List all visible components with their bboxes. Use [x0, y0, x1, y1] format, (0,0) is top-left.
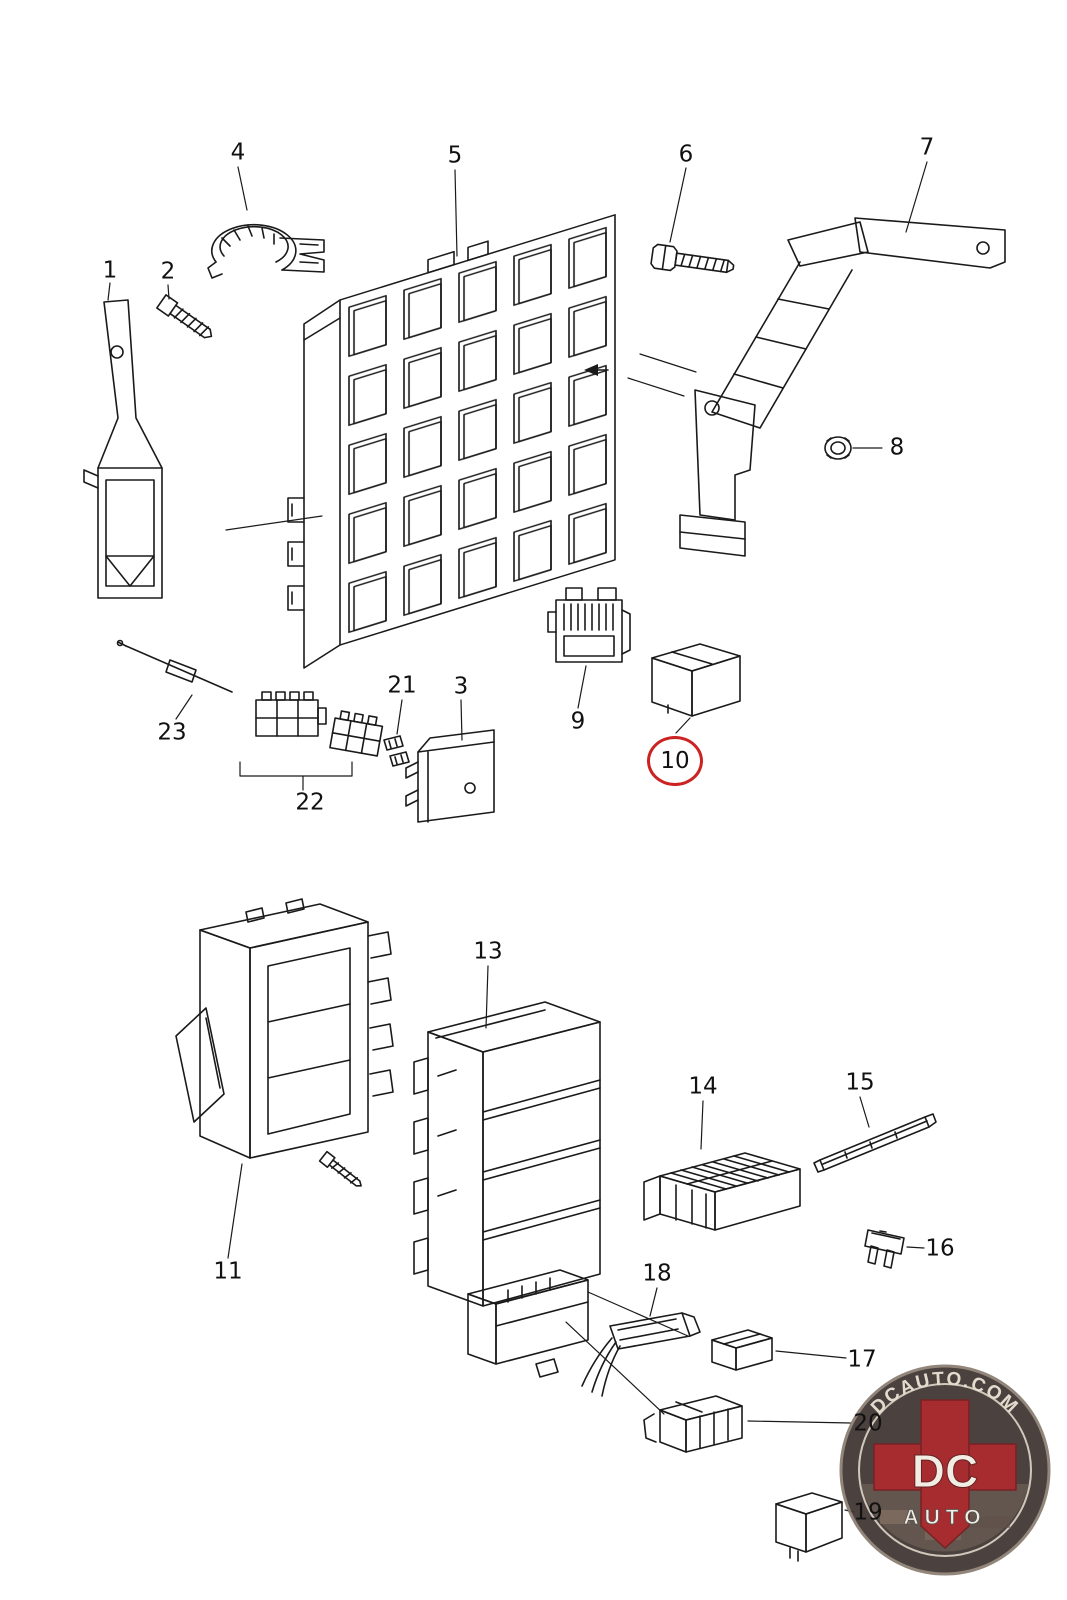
part-11-bracket-drawing [175, 898, 394, 1187]
part-label-7: 7 [919, 134, 935, 161]
part-7-bracket-drawing [679, 217, 1006, 557]
part-17-connector-drawing [711, 1329, 773, 1371]
part-label-20: 20 [853, 1410, 883, 1437]
part-label-14: 14 [688, 1073, 718, 1100]
part-label-8: 8 [889, 434, 905, 461]
part-2-screw-drawing [156, 294, 213, 339]
part-label-23: 23 [157, 719, 187, 746]
part-label-13: 13 [473, 938, 503, 965]
part-1-bracket-drawing [83, 299, 163, 599]
part-6-bolt-drawing [650, 243, 735, 274]
part-label-3: 3 [453, 673, 469, 700]
part-3-bracket-drawing [405, 729, 495, 823]
watermark-dc-text: DC [912, 1445, 978, 1497]
part-21-clips-drawing [383, 735, 410, 767]
part-label-4: 4 [230, 139, 246, 166]
part-label-18: 18 [642, 1260, 672, 1287]
part-label-10-highlighted: 10 [647, 736, 703, 786]
part-18-component-drawing [581, 1312, 701, 1397]
part-label-6: 6 [678, 141, 694, 168]
dcauto-watermark: DCAUTO.COM DC AUTO [839, 1364, 1051, 1576]
watermark-auto-text: AUTO [903, 1506, 986, 1529]
part-8-nut-drawing [824, 436, 852, 460]
part-14-connector-drawing [643, 1152, 801, 1231]
part-label-21: 21 [387, 672, 417, 699]
part-label-15: 15 [845, 1069, 875, 1096]
part-label-1: 1 [102, 257, 118, 284]
part-16-fuse-drawing [864, 1229, 905, 1269]
part-label-22: 22 [295, 789, 325, 816]
part-label-5: 5 [447, 142, 463, 169]
part-15-strip-drawing [813, 1113, 937, 1173]
part-label-17: 17 [847, 1346, 877, 1373]
part-22-connectors-drawing [239, 691, 384, 791]
part-23-wire-drawing [116, 639, 233, 693]
part-4-clamp-drawing [207, 223, 325, 279]
part-label-16: 16 [925, 1235, 955, 1262]
part-5-fuse-box-drawing [287, 214, 616, 669]
part-label-11: 11 [213, 1258, 243, 1285]
part-13-fuse-holder-drawing [413, 1001, 601, 1378]
part-19-relay-drawing [775, 1492, 843, 1562]
leader-lines [107, 161, 928, 1513]
part-9-relay-small-drawing [547, 587, 631, 663]
part-label-19: 19 [853, 1499, 883, 1526]
part-label-9: 9 [570, 708, 586, 735]
part-20-component-drawing [643, 1395, 743, 1453]
part-10-relay-drawing [651, 643, 741, 717]
part-label-2: 2 [160, 258, 176, 285]
